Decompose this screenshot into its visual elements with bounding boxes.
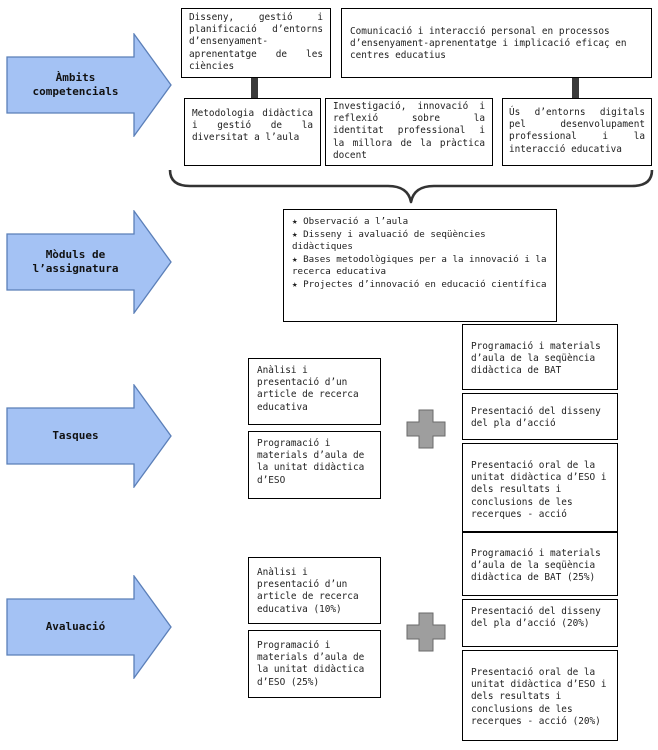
star-icon: ★ [292,228,298,240]
tasca-text: Anàlisi i presentació d’un article de re… [257,365,359,413]
avaluacio-right-bat: Programació i materials d’aula de la seq… [462,532,618,596]
module-name: Bases metodològiques per a la innovació … [292,253,547,278]
ambits-arrow: Àmbits competencials [6,33,172,137]
avaluacio-text: Anàlisi i presentació d’un article de re… [257,567,359,615]
moduls-box: ★ Observació a l’aula ★ Disseny i avalua… [283,209,557,322]
ambit-box-methodology: Metodologia didàctica i gestió de la div… [184,98,321,166]
moduls-arrow: Mòduls de l’assignatura [6,210,172,314]
ambit-box-communication: Comunicació i interacció personal en pro… [341,8,652,78]
ambit-box-methodology-text: Metodologia didàctica i gestió de la div… [192,108,313,144]
avaluacio-left-eso: Programació i materials d’aula de la uni… [248,630,381,698]
connector-b2-b5 [572,77,579,99]
module-name: Projectes d’innovació en educació cientí… [303,278,547,290]
tasca-left-eso: Programació i materials d’aula de la uni… [248,431,381,499]
avaluacio-right-oral: Presentació oral de la unitat didàctica … [462,650,618,741]
star-icon: ★ [292,253,298,265]
star-icon: ★ [292,278,298,290]
ambit-box-communication-text: Comunicació i interacció personal en pro… [350,26,627,62]
plus-icon [406,612,446,652]
list-item: ★ Disseny i avaluació de seqüències didà… [292,229,548,254]
arrow-shape [6,33,172,137]
avaluacio-arrow: Avaluació [6,575,172,679]
ambit-box-design: Disseny, gestió i planificació d’entorns… [181,8,331,78]
plus-icon [406,409,446,449]
tasques-arrow: Tasques [6,384,172,488]
grouping-brace [168,169,654,204]
list-item: ★ Observació a l’aula [292,216,548,229]
tasca-left-article: Anàlisi i presentació d’un article de re… [248,358,381,425]
star-icon: ★ [292,216,298,227]
avaluacio-text: Programació i materials d’aula de la uni… [257,640,365,688]
avaluacio-label: Avaluació [45,620,106,633]
module-name: Disseny i avaluació de seqüències didàct… [292,228,486,253]
avaluacio-text: Programació i materials d’aula de la seq… [471,548,601,584]
ambit-box-research-text: Investigació, innovació i reflexió sobre… [333,101,485,161]
avaluacio-left-article: Anàlisi i presentació d’un article de re… [248,557,381,624]
tasca-text: Programació i materials d’aula de la seq… [471,341,601,377]
arrow-shape [6,210,172,314]
ambit-box-digital-text: Ús d’entorns digitals pel desenvolupamen… [509,107,645,155]
avaluacio-right-pla: Presentació del disseny del pla d’acció … [462,599,618,647]
moduls-label: Mòduls de l’assignatura [32,248,119,275]
tasca-text: Presentació del disseny del pla d’acció [471,406,601,430]
ambit-box-design-text: Disseny, gestió i planificació d’entorns… [189,12,323,72]
tasca-right-oral: Presentació oral de la unitat didàctica … [462,443,618,532]
ambit-box-digital: Ús d’entorns digitals pel desenvolupamen… [502,98,652,166]
avaluacio-text: Presentació del disseny del pla d’acció … [471,606,601,630]
module-name: Observació a l’aula [303,216,409,227]
tasca-right-pla: Presentació del disseny del pla d’acció [462,393,618,440]
moduls-list: ★ Observació a l’aula ★ Disseny i avalua… [292,216,548,292]
tasca-right-bat: Programació i materials d’aula de la seq… [462,324,618,390]
list-item: ★ Bases metodològiques per a la innovaci… [292,254,548,279]
list-item: ★ Projectes d’innovació en educació cien… [292,279,548,292]
ambits-label: Àmbits competencials [32,71,119,98]
arrow-shape [6,575,172,679]
connector-b1-b3 [251,77,258,99]
tasca-text: Programació i materials d’aula de la uni… [257,438,365,486]
ambit-box-research: Investigació, innovació i reflexió sobre… [325,98,493,166]
tasques-label: Tasques [52,429,99,442]
tasca-text: Presentació oral de la unitat didàctica … [471,460,607,520]
avaluacio-text: Presentació oral de la unitat didàctica … [471,667,607,727]
arrow-shape [6,384,172,488]
